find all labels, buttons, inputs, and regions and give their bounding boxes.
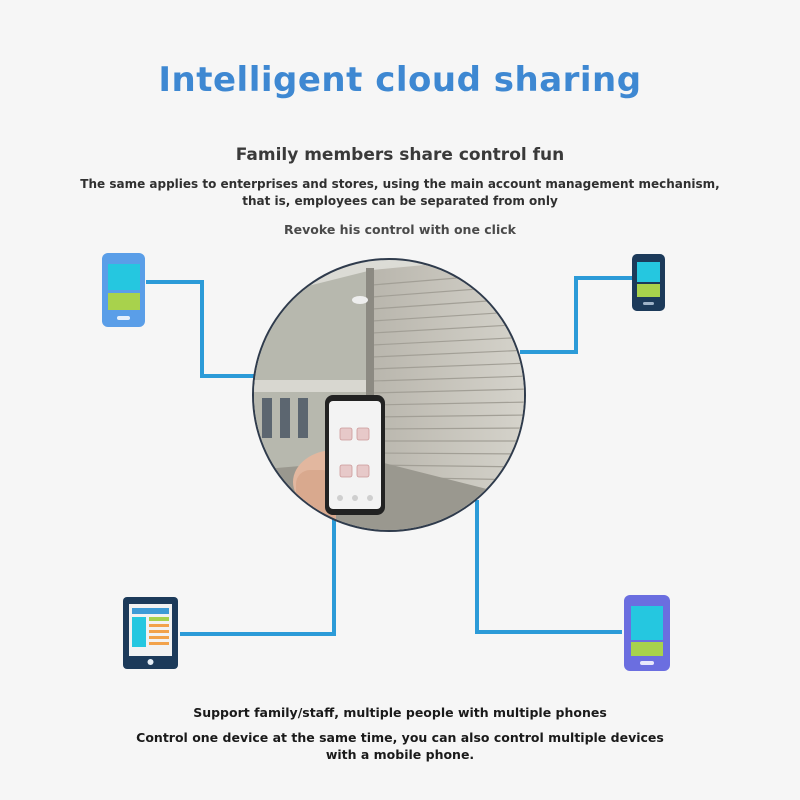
tablet-icon xyxy=(123,597,178,669)
connector-bottom-left xyxy=(180,505,336,636)
phone-icon xyxy=(102,253,145,327)
connector-bottom-right xyxy=(475,500,622,634)
connector-lines xyxy=(146,276,632,636)
footer-line-1: Support family/staff, multiple people wi… xyxy=(193,705,607,720)
connector-top-right xyxy=(520,276,632,354)
description-text: The same applies to enterprises and stor… xyxy=(80,177,720,208)
phone-icon xyxy=(632,254,665,311)
footer-line-2: Control one device at the same time, you… xyxy=(136,730,664,762)
door-photo xyxy=(252,258,526,532)
phone-icon xyxy=(624,595,670,671)
connector-top-left xyxy=(146,280,258,378)
page-subtitle: Family members share control fun xyxy=(235,145,565,165)
revoke-text: Revoke his control with one click xyxy=(284,222,516,237)
page-title: Intelligent cloud sharing xyxy=(158,60,642,100)
